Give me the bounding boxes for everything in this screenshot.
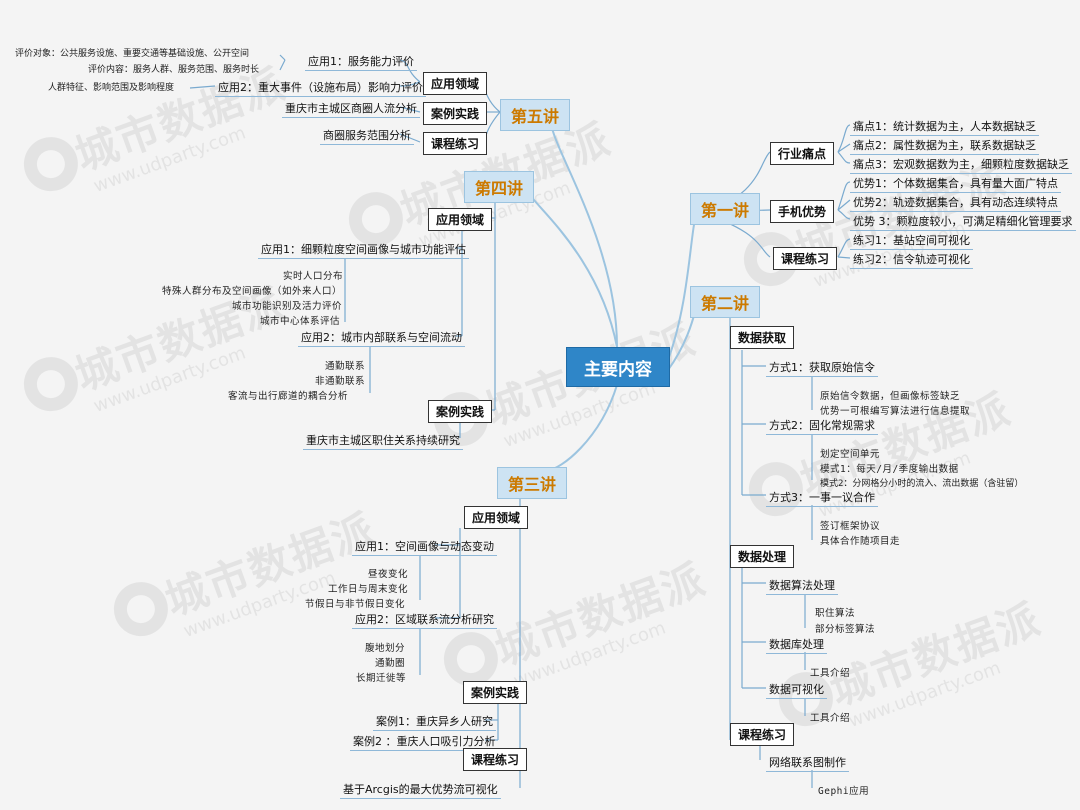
l1-pain-2: 痛点2：属性数据为主，联系数据缺乏 xyxy=(850,136,1039,155)
l5-ex-1: 商圈服务范围分析 xyxy=(320,126,414,145)
l1-pain-1: 痛点1：统计数据为主，人本数据缺乏 xyxy=(850,117,1039,136)
lecture-4-title: 第四讲 xyxy=(464,171,535,203)
l2-proc-1-a: 职住算法 xyxy=(815,608,856,619)
l2-method-1: 方式1：获取原始信令 xyxy=(766,358,878,377)
l3-app-2-a: 腹地划分 xyxy=(365,643,406,654)
l2-proc-3-a: 工具介绍 xyxy=(810,713,851,724)
l2-proc-2: 数据库处理 xyxy=(766,635,827,654)
l4-app-2-a: 通勤联系 xyxy=(325,361,366,372)
l5-app-2-a: 人群特征、影响范围及影响程度 xyxy=(48,83,175,93)
l4-app-2: 应用2：城市内部联系与空间流动 xyxy=(298,328,465,347)
l2-method-2-b: 模式1：每天/月/季度输出数据 xyxy=(820,464,959,475)
l2-method-3-b: 具体合作随项目走 xyxy=(820,536,901,547)
l3-application: 应用领域 xyxy=(464,506,529,529)
lecture-1-title: 第一讲 xyxy=(690,193,761,225)
l4-app-2-c: 客流与出行廊道的耦合分析 xyxy=(228,391,349,402)
l2-method-1-a: 原始信令数据，但画像标签缺乏 xyxy=(820,391,961,402)
l3-app-1-b: 工作日与周末变化 xyxy=(328,584,409,595)
l4-app-2-b: 非通勤联系 xyxy=(315,376,366,387)
lecture-5-title: 第五讲 xyxy=(500,99,571,131)
l3-app-2: 应用2：区域联系流分析研究 xyxy=(352,610,497,629)
l1-ex-2: 练习2：信令轨迹可视化 xyxy=(850,250,973,269)
l3-app-2-b: 通勤圈 xyxy=(375,658,406,669)
l1-adv-3: 优势 3：颗粒度较小，可满足精细化管理要求 xyxy=(850,212,1076,231)
l5-application: 应用领域 xyxy=(423,72,488,95)
l3-case-1: 案例1：重庆异乡人研究 xyxy=(373,712,496,731)
l3-case-practice: 案例实践 xyxy=(463,681,528,704)
l3-case-2: 案例2 ：重庆人口吸引力分析 xyxy=(350,732,499,751)
l2-exercise: 课程练习 xyxy=(730,723,795,746)
l3-app-1: 应用1：空间画像与动态变动 xyxy=(352,537,497,556)
l4-application: 应用领域 xyxy=(428,208,493,231)
l1-adv-2: 优势2：轨迹数据集合，具有动态连续特点 xyxy=(850,193,1061,212)
l4-app-1-d: 城市中心体系评估 xyxy=(260,316,341,327)
l1-ex-1: 练习1：基站空间可视化 xyxy=(850,231,973,250)
l4-app-1-a: 实时人口分布 xyxy=(283,271,344,282)
l2-proc-1: 数据算法处理 xyxy=(766,576,838,595)
l5-case-practice: 案例实践 xyxy=(423,102,488,125)
l1-pain-3: 痛点3：宏观数据数为主，细颗粒度数据缺乏 xyxy=(850,155,1072,174)
l2-data-acquisition: 数据获取 xyxy=(730,326,795,349)
l2-method-3-a: 签订框架协议 xyxy=(820,521,881,532)
l2-method-1-b: 优势一可根编写算法进行信息提取 xyxy=(820,406,971,417)
lecture-3-title: 第三讲 xyxy=(497,467,568,499)
l3-exercise: 课程练习 xyxy=(463,748,528,771)
l1-phone-advantage: 手机优势 xyxy=(770,200,835,223)
l4-app-1: 应用1：细颗粒度空间画像与城市功能评估 xyxy=(258,240,469,259)
l4-app-1-b: 特殊人群分布及空间画像（如外来人口） xyxy=(162,286,343,297)
l5-app-2: 应用2：重大事件（设施布局）影响力评价 xyxy=(215,78,426,97)
l4-app-1-c: 城市功能识别及活力评价 xyxy=(232,301,343,312)
l5-case-1: 重庆市主城区商圈人流分析 xyxy=(282,99,420,118)
l2-method-2: 方式2：固化常规需求 xyxy=(766,416,878,435)
l2-proc-1-b: 部分标签算法 xyxy=(815,624,876,635)
l1-adv-1: 优势1：个体数据集合，具有量大面广特点 xyxy=(850,174,1061,193)
l1-industry-pain: 行业痛点 xyxy=(770,142,835,165)
l3-app-2-c: 长期迁徙等 xyxy=(356,673,407,684)
l1-exercise: 课程练习 xyxy=(773,247,838,270)
l4-case-practice: 案例实践 xyxy=(428,400,493,423)
l3-app-1-c: 节假日与非节假日变化 xyxy=(305,599,406,610)
l5-exercise: 课程练习 xyxy=(423,132,488,155)
l2-proc-3: 数据可视化 xyxy=(766,680,827,699)
l2-method-2-a: 划定空间单元 xyxy=(820,449,881,460)
l5-app-1: 应用1：服务能力评价 xyxy=(305,52,417,71)
l2-ex-1: 网络联系图制作 xyxy=(766,753,849,772)
l2-method-2-c: 模式2：分网格分小时的流入、流出数据（含驻留） xyxy=(820,479,1024,489)
l4-case-1: 重庆市主城区职住关系持续研究 xyxy=(303,431,463,450)
l2-proc-2-a: 工具介绍 xyxy=(810,668,851,679)
l5-app-1-a: 评价对象：公共服务设施、重要交通等基础设施、公开空间 xyxy=(15,49,250,59)
l5-app-1-b: 评价内容：服务人群、服务范围、服务时长 xyxy=(88,65,260,75)
l2-method-3: 方式3：一事一议合作 xyxy=(766,488,878,507)
l3-ex-1: 基于Arcgis的最大优势流可视化 xyxy=(340,780,501,799)
lecture-2-title: 第二讲 xyxy=(690,286,761,318)
l2-ex-1-a: Gephi应用 xyxy=(818,786,870,797)
center-node: 主要内容 xyxy=(566,347,670,387)
l3-app-1-a: 昼夜变化 xyxy=(368,569,409,580)
l2-data-processing: 数据处理 xyxy=(730,545,795,568)
